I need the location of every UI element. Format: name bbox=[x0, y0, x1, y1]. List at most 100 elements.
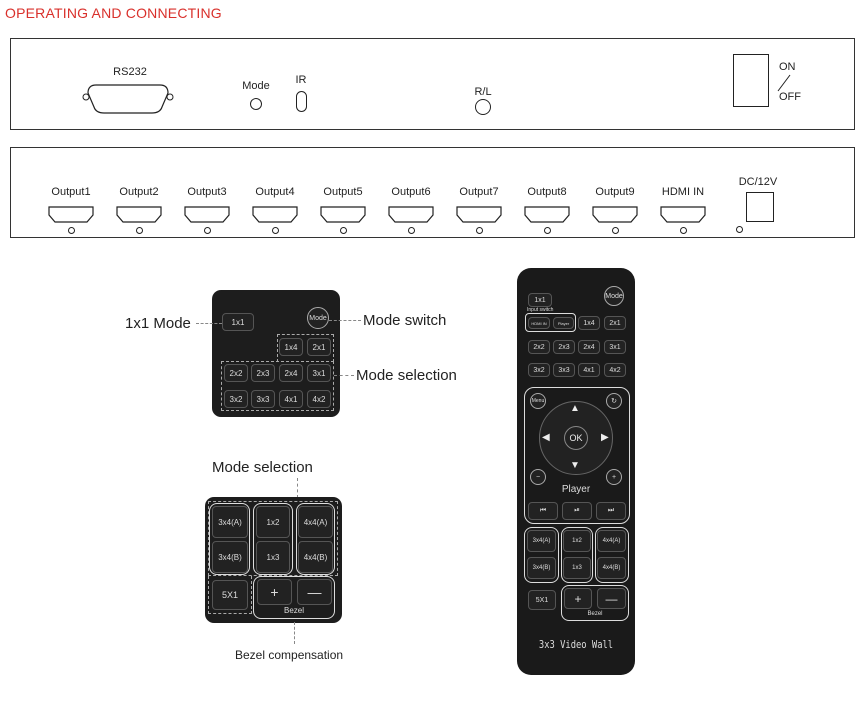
key-button[interactable]: ↻ bbox=[606, 393, 622, 409]
key-button[interactable]: Player bbox=[553, 317, 574, 329]
key-button[interactable]: 2x2 bbox=[224, 364, 248, 382]
mode-selection-callout: Mode selection bbox=[356, 367, 457, 384]
key-button[interactable]: 3x1 bbox=[604, 340, 626, 354]
key-button[interactable]: 4x1 bbox=[578, 363, 600, 377]
port-label: Output7 bbox=[459, 186, 499, 198]
key-button[interactable]: 3x4(A) bbox=[212, 506, 248, 538]
input-switch-label: Input switch bbox=[527, 307, 554, 313]
port-indicator bbox=[408, 227, 415, 234]
key-button[interactable]: 1x4 bbox=[578, 316, 600, 330]
dc-label: DC/12V bbox=[738, 176, 778, 188]
port-label: Output1 bbox=[51, 186, 91, 198]
hdmi-port-icon bbox=[48, 206, 94, 223]
right-arrow-button[interactable]: ▶ bbox=[601, 432, 609, 443]
key-button[interactable]: 3x3 bbox=[251, 390, 275, 408]
1x1-mode-callout: 1x1 Mode bbox=[125, 315, 191, 332]
left-arrow-button[interactable]: ◀ bbox=[542, 432, 550, 443]
remote-bezel-label: Bezel bbox=[587, 611, 603, 617]
key-button[interactable]: 5X1 bbox=[212, 580, 248, 610]
hdmi-port-icon bbox=[456, 206, 502, 223]
ok-button[interactable]: OK bbox=[564, 426, 588, 450]
rear-panel-bottom bbox=[10, 147, 855, 238]
rl-audio-jack bbox=[475, 99, 491, 115]
key-button[interactable]: 3x2 bbox=[528, 363, 550, 377]
key-button[interactable]: 2x2 bbox=[528, 340, 550, 354]
port-label: HDMI IN bbox=[661, 186, 705, 198]
power-switch[interactable] bbox=[733, 54, 769, 107]
hdmi-port-icon bbox=[592, 206, 638, 223]
switch-slash-icon bbox=[777, 74, 791, 92]
hdmi-port-icon bbox=[524, 206, 570, 223]
key-button[interactable]: + bbox=[606, 469, 622, 485]
port-label: Output8 bbox=[527, 186, 567, 198]
key-button[interactable]: 2x1 bbox=[604, 316, 626, 330]
key-button[interactable]: 1x2 bbox=[563, 530, 591, 552]
key-button[interactable]: 4x4(B) bbox=[597, 557, 626, 579]
port-label: Output2 bbox=[119, 186, 159, 198]
key-button[interactable]: + bbox=[564, 588, 592, 609]
key-button[interactable]: ⏯ bbox=[562, 502, 592, 520]
port-indicator bbox=[544, 227, 551, 234]
port-indicator bbox=[612, 227, 619, 234]
key-button[interactable]: 1x2 bbox=[256, 506, 290, 538]
key-button[interactable]: HDMI IN bbox=[528, 317, 550, 329]
player-label: Player bbox=[561, 484, 591, 495]
ir-label: IR bbox=[295, 74, 307, 86]
bezel-label: Bezel bbox=[283, 606, 305, 615]
key-button[interactable]: 1x4 bbox=[279, 338, 303, 356]
key-button[interactable]: 4x4(A) bbox=[597, 530, 626, 552]
dc-power-port bbox=[746, 192, 774, 222]
key-button[interactable]: 3x1 bbox=[307, 364, 331, 382]
key-button[interactable]: 4x2 bbox=[307, 390, 331, 408]
key-button[interactable]: ⏮ bbox=[528, 502, 558, 520]
key-button[interactable]: 1x3 bbox=[563, 557, 591, 579]
hdmi-port-icon bbox=[184, 206, 230, 223]
key-button[interactable]: 1x1 bbox=[528, 293, 552, 307]
key-button[interactable]: Menu bbox=[530, 393, 546, 409]
key-button[interactable]: 2x4 bbox=[279, 364, 303, 382]
key-button[interactable]: 3x2 bbox=[224, 390, 248, 408]
key-button[interactable]: 3x3 bbox=[553, 363, 575, 377]
key-button[interactable]: 4x1 bbox=[279, 390, 303, 408]
rs232-port-icon bbox=[82, 84, 174, 114]
key-button[interactable]: 4x4(A) bbox=[298, 506, 333, 538]
key-button[interactable]: 2x1 bbox=[307, 338, 331, 356]
rear-panel-top bbox=[10, 38, 855, 130]
port-label: Output3 bbox=[187, 186, 227, 198]
key-button[interactable]: 1x3 bbox=[256, 541, 290, 573]
rs232-label: RS232 bbox=[113, 66, 147, 78]
key-button[interactable]: 4x4(B) bbox=[298, 541, 333, 573]
key-button[interactable]: Mode bbox=[307, 307, 329, 329]
port-indicator bbox=[68, 227, 75, 234]
dc-indicator bbox=[736, 226, 743, 233]
up-arrow-button[interactable]: ▲ bbox=[570, 403, 580, 414]
key-button[interactable]: 5X1 bbox=[528, 590, 556, 610]
port-indicator bbox=[272, 227, 279, 234]
mode-switch-callout: Mode switch bbox=[363, 312, 447, 329]
key-button[interactable]: 1x1 bbox=[222, 313, 254, 331]
key-button[interactable]: Mode bbox=[604, 286, 624, 306]
mode-label: Mode bbox=[242, 80, 270, 92]
key-button[interactable]: — bbox=[297, 579, 332, 605]
key-button[interactable]: 3x4(B) bbox=[527, 557, 556, 579]
key-button[interactable]: 2x3 bbox=[553, 340, 575, 354]
key-button[interactable]: 3x4(B) bbox=[212, 541, 248, 573]
key-button[interactable]: — bbox=[597, 588, 626, 609]
remote-brand-label: 3x3 Video Wall bbox=[538, 638, 614, 651]
mode-button[interactable] bbox=[250, 98, 262, 110]
port-label: Output9 bbox=[595, 186, 635, 198]
key-button[interactable]: 3x4(A) bbox=[527, 530, 556, 552]
port-label: Output4 bbox=[255, 186, 295, 198]
port-indicator bbox=[204, 227, 211, 234]
key-button[interactable]: ⏭ bbox=[596, 502, 626, 520]
port-indicator bbox=[340, 227, 347, 234]
key-button[interactable]: 4x2 bbox=[604, 363, 626, 377]
mode-selection-callout-2: Mode selection bbox=[212, 459, 313, 476]
down-arrow-button[interactable]: ▼ bbox=[570, 460, 580, 471]
key-button[interactable]: 2x4 bbox=[578, 340, 600, 354]
key-button[interactable]: 2x3 bbox=[251, 364, 275, 382]
section-title: OPERATING AND CONNECTING bbox=[5, 5, 222, 21]
key-button[interactable]: − bbox=[530, 469, 546, 485]
port-indicator bbox=[680, 227, 687, 234]
key-button[interactable]: + bbox=[257, 579, 292, 605]
